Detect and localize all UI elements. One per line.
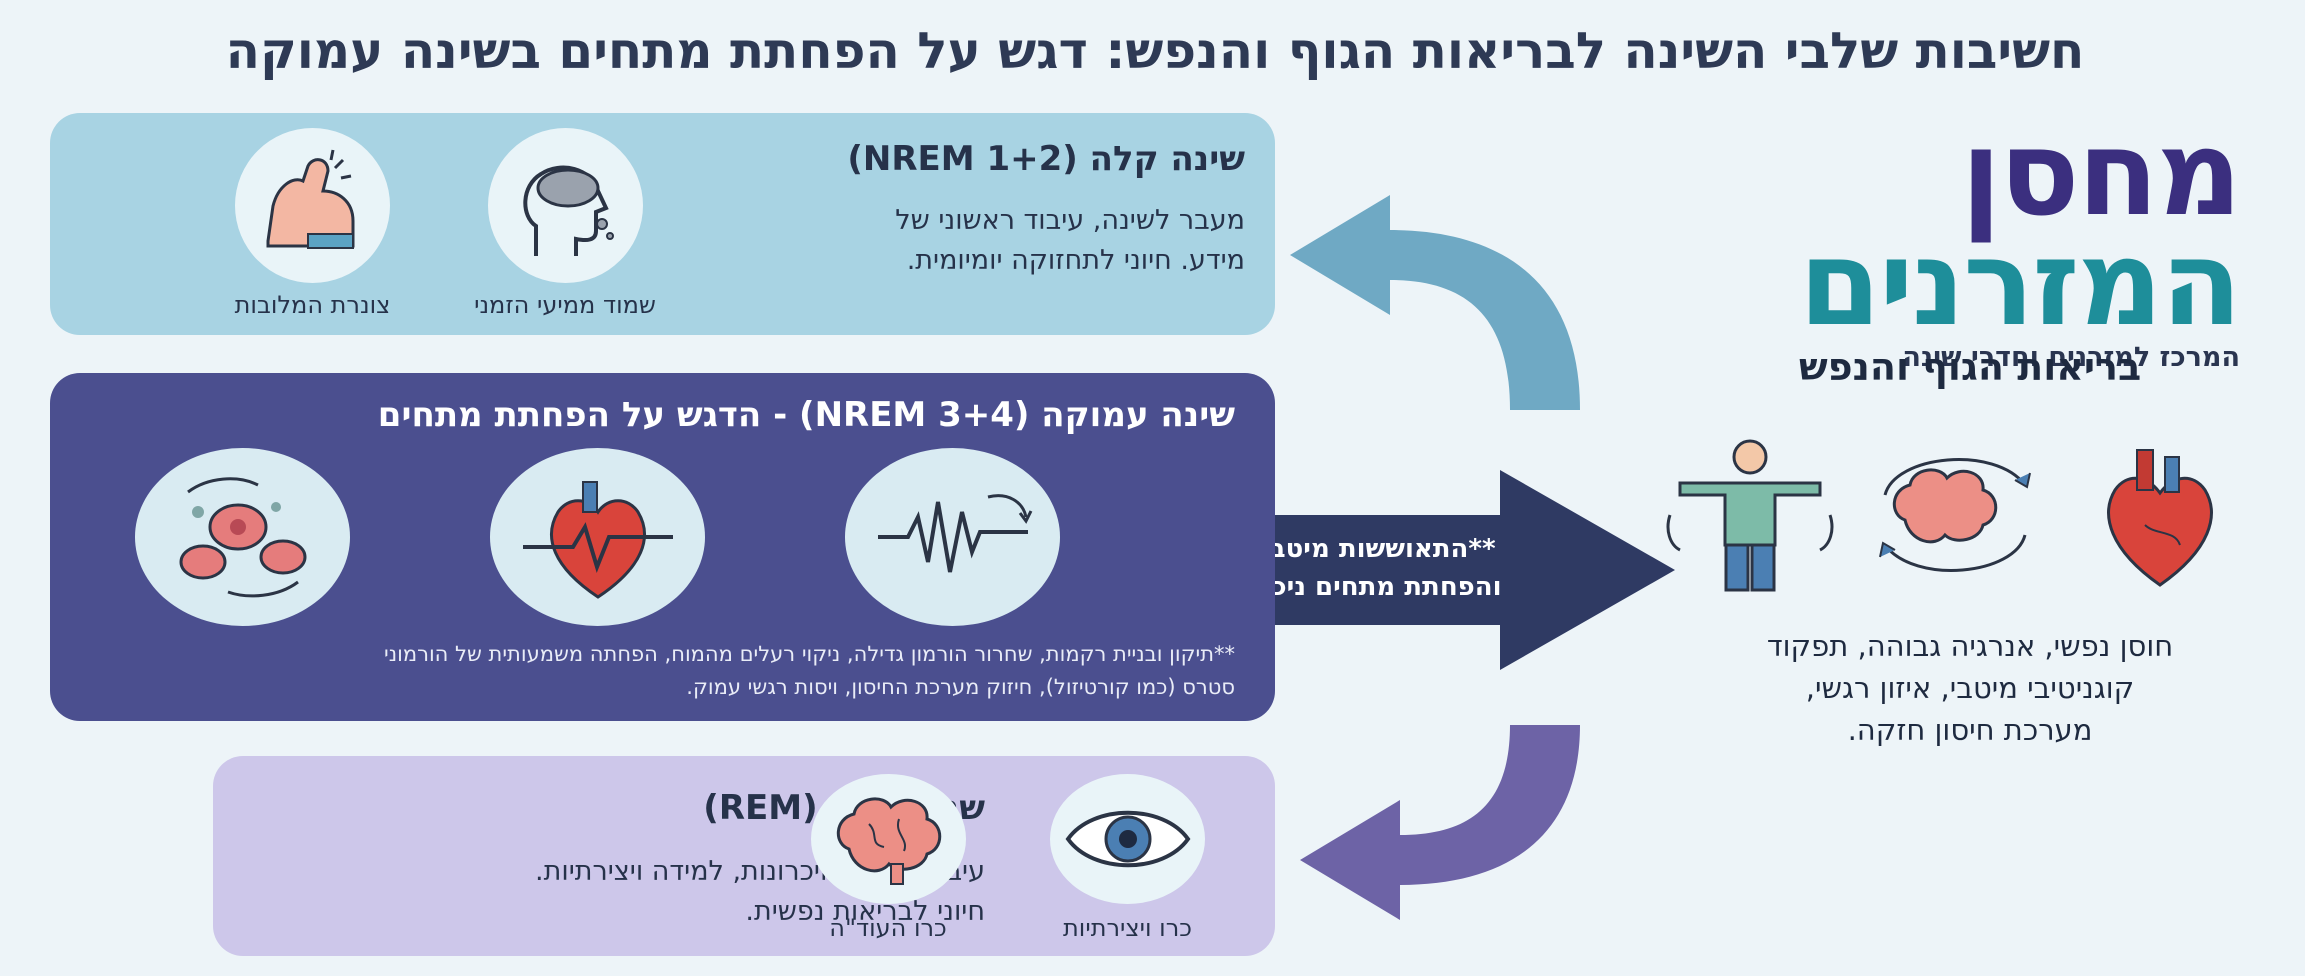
rem-icon2-label: כרו העוד"ה (829, 914, 947, 942)
logo-tagline: המרכז למזרנים וחדרי שינה (1902, 342, 2240, 373)
logo-line1: מחסן (1960, 104, 2242, 242)
health-title: בריאות הגוף והנפש (1798, 345, 2142, 389)
health-description-line1: חוסן נפשי, אנרגיה גבוהה, תפקוד (1766, 629, 2174, 663)
deep-sleep-note-line1: **תיקון ובניית רקמות, שחרור הורמון גדילה… (384, 642, 1235, 666)
deep-sleep-note: **תיקון ובניית רקמות, שחרור הורמון גדילה… (75, 638, 1235, 704)
light-sleep-panel: שינה קלה (NREM 1+2) מעבר לשינה, עיבוד רא… (50, 113, 1275, 335)
rem-panel: שנת חלום (REM) עיבוד רגשות וזיכרונות, למ… (213, 756, 1275, 956)
curved-arrow-up-icon (1290, 195, 1580, 410)
light-sleep-icon2-label: צונרת המלובות (234, 291, 391, 319)
light-sleep-icon1-label: שמוד ממיעי הזמני (474, 291, 656, 319)
light-sleep-description-line2: מידע. חיוני לתחזוקה יומיומית. (906, 245, 1245, 276)
curved-arrow-down-icon (1300, 725, 1580, 920)
page-title: חשיבות שלבי השינה לבריאות הגוף והנפש: דג… (225, 22, 2085, 80)
brain-icon (811, 774, 966, 904)
right-arrow-icon (1190, 470, 1675, 670)
deep-sleep-note-line2: סטרס (כמו קורטיזול), חיזוק מערכת החיסון,… (686, 675, 1235, 699)
logo-line2: המזרנים (1798, 214, 2242, 352)
flexed-arm-icon (235, 128, 390, 283)
head-cloud-icon (488, 128, 643, 283)
body-figure-icon (1666, 439, 1834, 592)
arrow-caption-line2: והפחתת מתחים ניכרת (1238, 572, 1502, 602)
light-sleep-title: שינה קלה (NREM 1+2) (847, 139, 1245, 179)
health-description-line3: מערכת חיסון חזקה. (1847, 713, 2093, 747)
eye-icon (1050, 774, 1205, 904)
arrow-caption-line1: **התאוששות מיטבית (1244, 534, 1496, 564)
arrow-caption: **התאוששות מיטבית והפחתת מתחים ניכרת (1205, 530, 1535, 606)
light-sleep-description: מעבר לשינה, עיבוד ראשוני של מידע. חיוני … (725, 201, 1245, 281)
heart-rate-icon (490, 448, 705, 626)
cells-icon (135, 448, 350, 626)
health-description: חוסן נפשי, אנרגיה גבוהה, תפקוד קוגניטיבי… (1735, 625, 2205, 751)
rem-icon1-label: כרו ויצירתיות (1063, 914, 1192, 942)
heart-icon (2107, 449, 2213, 587)
deep-sleep-panel: שינה עמוקה (NREM 3+4) - הדגש על הפחתת מת… (50, 373, 1275, 721)
health-description-line2: קוגניטיבי מיטבי, איזון רגשי, (1805, 671, 2135, 705)
brain-cycle-icon (1879, 458, 2031, 572)
deep-sleep-title: שינה עמוקה (NREM 3+4) - הדגש על הפחתת מת… (377, 395, 1235, 435)
light-sleep-description-line1: מעבר לשינה, עיבוד ראשוני של (895, 205, 1245, 236)
brain-wave-icon (845, 448, 1060, 626)
logo: מחסן המזרנים המרכז למזרנים וחדרי שינה (1760, 104, 2242, 373)
